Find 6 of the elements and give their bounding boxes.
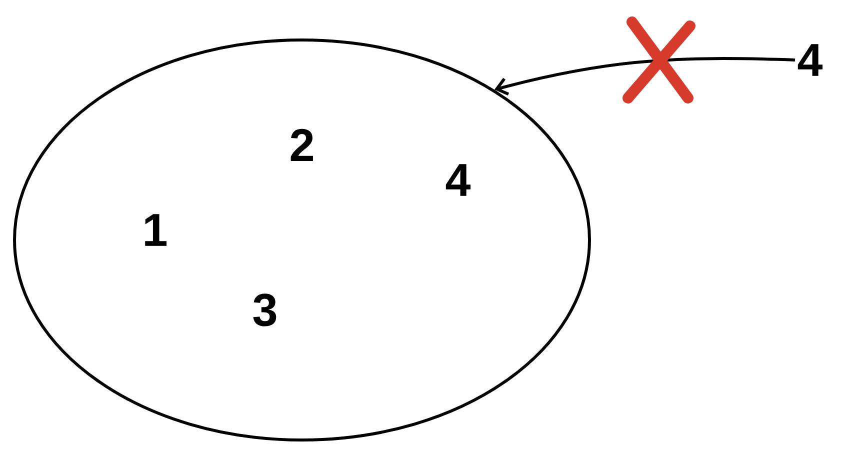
number-label: 1 xyxy=(145,214,167,246)
number-label: 3 xyxy=(253,294,276,326)
number-label: 4 xyxy=(798,44,823,76)
arrow xyxy=(494,57,796,96)
number-label: 2 xyxy=(290,128,313,162)
number-label: 4 xyxy=(446,164,471,196)
